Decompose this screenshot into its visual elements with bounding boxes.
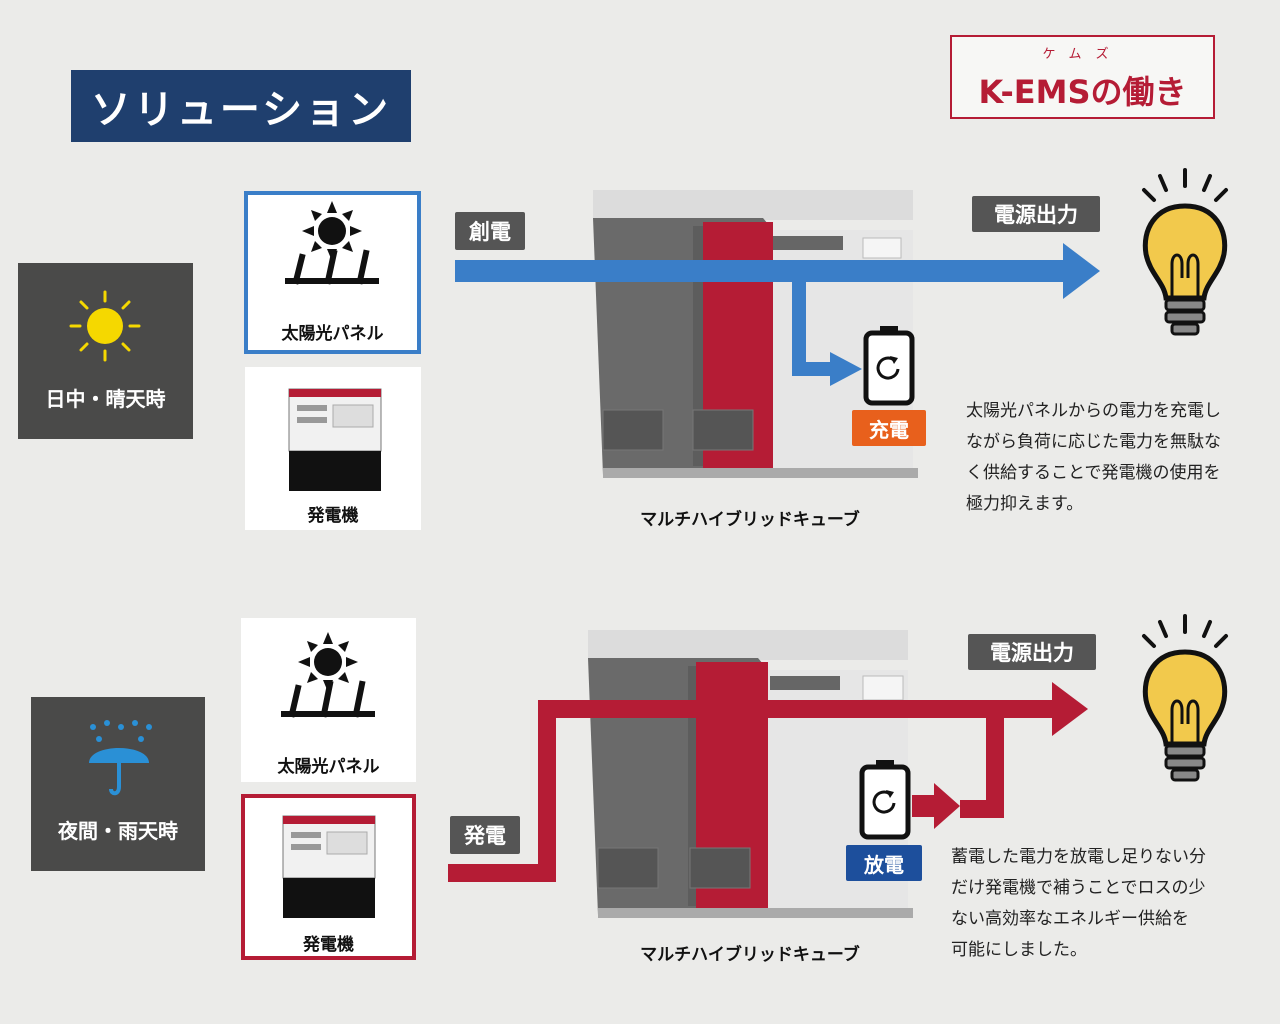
kems-label-box: ケムズ K-EMSの働き <box>950 35 1215 119</box>
day-solar-label: 太陽光パネル <box>281 324 384 344</box>
night-discharge-arrow <box>934 783 960 829</box>
night-battery-merge-line <box>986 700 1004 818</box>
day-generator-box: 発電機 <box>245 367 421 530</box>
rain-umbrella-icon <box>89 720 152 796</box>
day-main-flow-arrow <box>455 260 1065 282</box>
night-generator-box: 発電機 <box>241 794 416 960</box>
night-solar-panel-box: 太陽光パネル <box>241 618 416 782</box>
day-generator-label: 発電機 <box>307 506 359 526</box>
day-main-arrowhead <box>1063 243 1100 299</box>
day-description-line: 太陽光パネルからの電力を充電し <box>966 401 1221 421</box>
night-lightbulb-icon <box>1142 614 1228 782</box>
night-description-line: 蓄電した電力を放電し足りない分 <box>951 847 1206 867</box>
day-branch-arrow <box>792 278 806 376</box>
generator-icon <box>282 815 376 918</box>
night-generator-label: 発電機 <box>303 935 354 955</box>
night-flow-tag: 発電 <box>450 816 520 854</box>
night-description-line: 可能にしました。 <box>951 940 1087 960</box>
night-description: 蓄電した電力を放電し足りない分 だけ発電機で補うことでロスの少 ない高効率なエネ… <box>951 842 1261 966</box>
day-battery-icon <box>863 326 915 406</box>
night-description-line: だけ発電機で補うことでロスの少 <box>951 878 1206 898</box>
day-flow-tag: 創電 <box>455 212 525 250</box>
night-condition-label: 夜間・雨天時 <box>58 819 178 843</box>
day-condition-label: 日中・晴天時 <box>45 387 166 411</box>
day-output-tag: 電源出力 <box>972 196 1100 232</box>
day-cube-caption: マルチハイブリッドキューブ <box>640 510 860 530</box>
kems-label: K-EMSの働き <box>978 73 1187 111</box>
kems-ruby: ケムズ <box>1042 47 1123 62</box>
day-description-line: く供給することで発電機の使用を <box>966 463 1221 483</box>
night-condition-box: 夜間・雨天時 <box>31 697 205 871</box>
solar-panel-icon <box>285 201 379 285</box>
night-discharge-badge: 放電 <box>846 845 922 881</box>
sun-icon <box>69 290 141 362</box>
day-lightbulb-icon <box>1142 168 1228 336</box>
night-output-tag: 電源出力 <box>968 634 1096 670</box>
day-description: 太陽光パネルからの電力を充電し ながら負荷に応じた電力を無駄な く供給することで… <box>966 396 1266 520</box>
solution-title: ソリューション <box>71 70 411 142</box>
solar-panel-icon <box>281 632 375 718</box>
generator-icon <box>288 388 382 491</box>
night-main-arrowhead <box>1052 682 1088 736</box>
night-cube-caption: マルチハイブリッドキューブ <box>640 945 860 965</box>
day-solar-panel-box: 太陽光パネル <box>244 191 421 354</box>
day-description-line: ながら負荷に応じた電力を無駄な <box>966 432 1221 452</box>
night-input-arrow <box>448 864 552 882</box>
day-charge-badge: 充電 <box>852 410 926 446</box>
night-solar-label: 太陽光パネル <box>277 757 380 777</box>
night-battery-icon <box>859 760 911 840</box>
day-condition-box: 日中・晴天時 <box>18 263 193 439</box>
night-description-line: ない高効率なエネルギー供給を <box>951 909 1189 929</box>
day-description-line: 極力抑えます。 <box>966 494 1084 514</box>
